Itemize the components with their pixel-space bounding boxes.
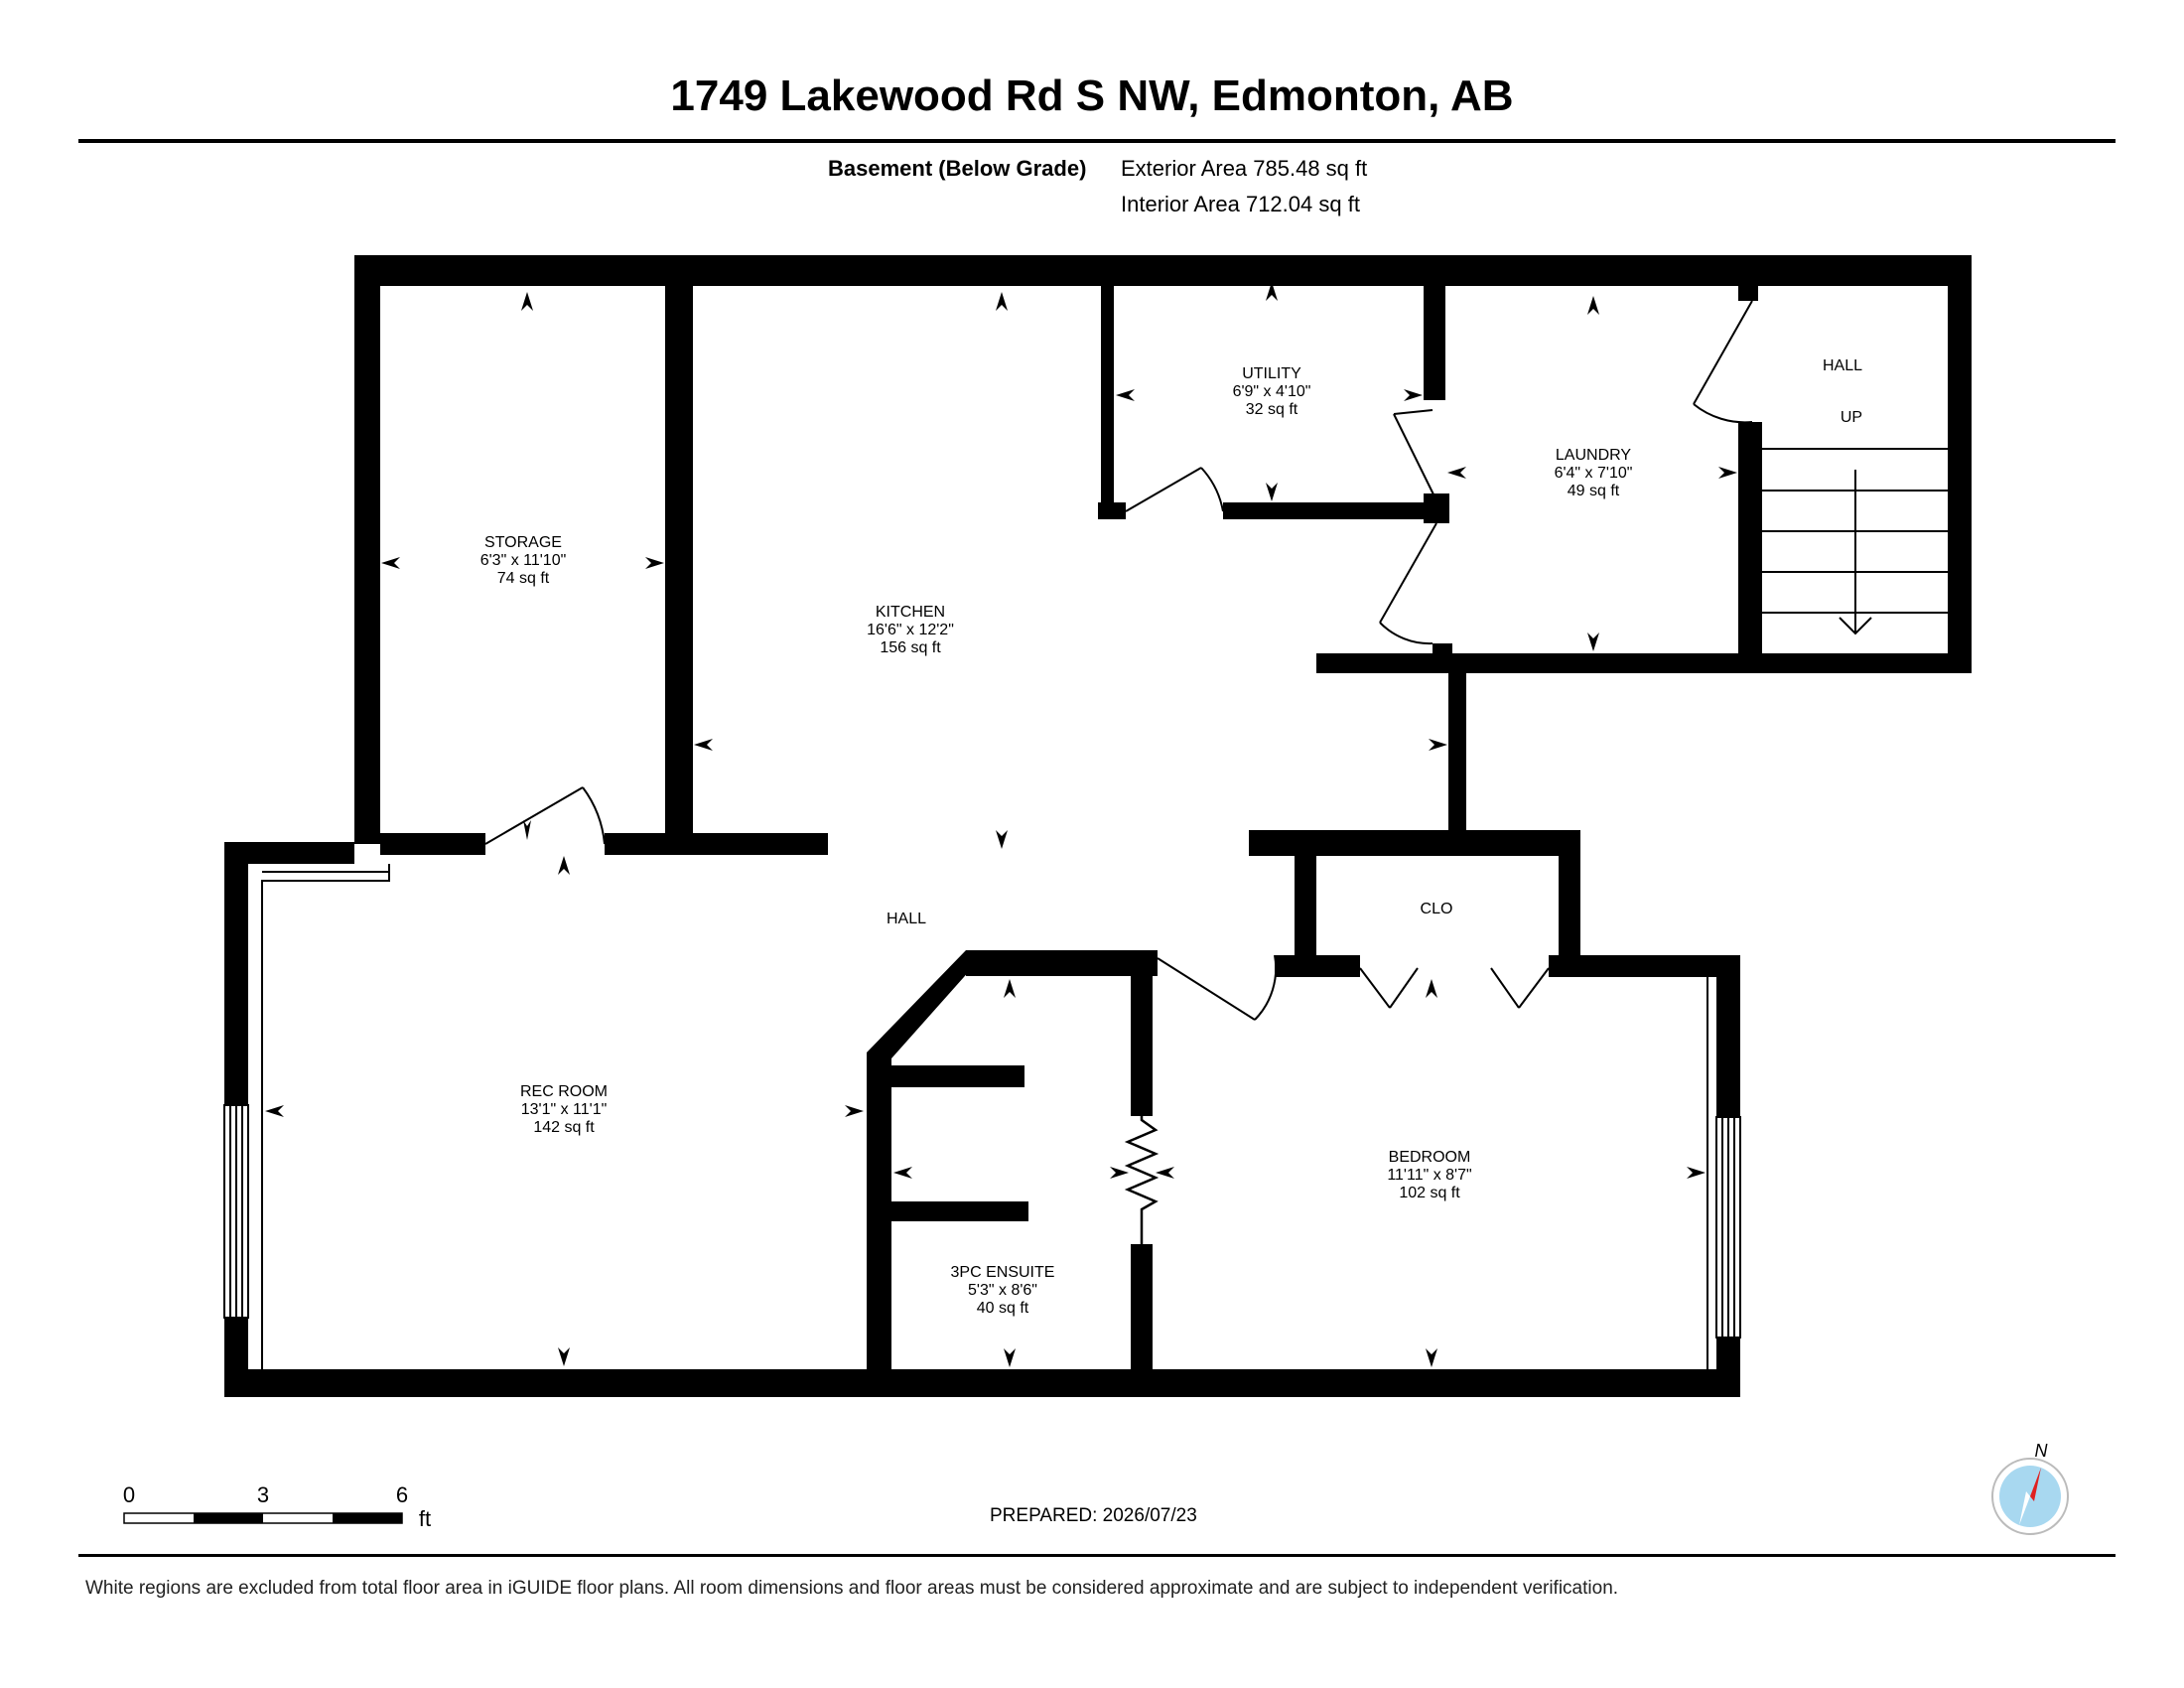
utility-name: UTILITY	[1242, 365, 1301, 382]
laundry-area: 49 sq ft	[1568, 483, 1620, 499]
scale-tick-3: 3	[257, 1482, 269, 1507]
partition-zigzag	[1124, 1116, 1160, 1244]
scale-unit: ft	[419, 1506, 431, 1531]
scale-tick-6: 6	[396, 1482, 408, 1507]
compass: N	[1991, 1441, 2069, 1535]
footer-divider	[78, 1554, 2116, 1557]
stairs-up-label: UP	[1841, 409, 1862, 426]
room-ensuite: 3PC ENSUITE 5'3" x 8'6" 40 sq ft	[951, 1264, 1055, 1317]
room-kitchen: KITCHEN 16'6" x 12'2" 156 sq ft	[867, 604, 954, 656]
interior-area: Interior Area 712.04 sq ft	[1121, 192, 1360, 216]
compass-needle-icon	[2030, 1468, 2041, 1501]
inner-edges	[261, 864, 1708, 1369]
room-utility: UTILITY 6'9" x 4'10" 32 sq ft	[1233, 365, 1311, 418]
page-title: 1749 Lakewood Rd S NW, Edmonton, AB	[670, 71, 1514, 120]
ensuite-dims: 5'3" x 8'6"	[968, 1282, 1037, 1299]
laundry-name: LAUNDRY	[1556, 447, 1632, 464]
doors	[484, 300, 1753, 1021]
laundry-dims: 6'4" x 7'10"	[1555, 465, 1633, 482]
room-rec-room: REC ROOM 13'1" x 11'1" 142 sq ft	[520, 1083, 608, 1136]
ensuite-area: 40 sq ft	[977, 1300, 1029, 1317]
window-right	[1715, 1116, 1741, 1338]
scale-bar: 0 3 6 ft	[123, 1482, 431, 1531]
bedroom-name: BEDROOM	[1389, 1149, 1471, 1166]
hall-top-label: HALL	[1823, 357, 1862, 374]
storage-dims: 6'3" x 11'10"	[480, 552, 567, 569]
rec-room-area: 142 sq ft	[533, 1119, 595, 1136]
header-divider	[78, 139, 2116, 143]
hall-main-label: HALL	[887, 911, 926, 927]
kitchen-name: KITCHEN	[876, 604, 945, 621]
bedroom-area: 102 sq ft	[1399, 1185, 1460, 1201]
prepared-date: PREPARED: 2026/07/23	[990, 1505, 1197, 1526]
closet-label: CLO	[1421, 901, 1453, 917]
walls	[224, 255, 1972, 1397]
storage-name: STORAGE	[484, 534, 562, 551]
rec-room-name: REC ROOM	[520, 1083, 608, 1100]
storage-area: 74 sq ft	[497, 570, 550, 587]
exterior-area: Exterior Area 785.48 sq ft	[1121, 156, 1368, 181]
ensuite-name: 3PC ENSUITE	[951, 1264, 1055, 1281]
kitchen-dims: 16'6" x 12'2"	[867, 622, 954, 638]
utility-area: 32 sq ft	[1246, 401, 1298, 418]
compass-north-label: N	[2035, 1441, 2049, 1461]
dimension-arrows	[265, 282, 1737, 1367]
rec-room-dims: 13'1" x 11'1"	[521, 1101, 608, 1118]
scale-tick-0: 0	[123, 1482, 135, 1507]
stairs	[1762, 448, 1948, 635]
bedroom-dims: 11'11" x 8'7"	[1387, 1167, 1471, 1184]
room-laundry: LAUNDRY 6'4" x 7'10" 49 sq ft	[1555, 447, 1633, 499]
window-left	[223, 1104, 249, 1319]
room-storage: STORAGE 6'3" x 11'10" 74 sq ft	[480, 534, 567, 587]
level-name: Basement (Below Grade)	[828, 156, 1087, 181]
utility-dims: 6'9" x 4'10"	[1233, 383, 1311, 400]
disclaimer: White regions are excluded from total fl…	[85, 1578, 1619, 1599]
kitchen-area: 156 sq ft	[880, 639, 941, 656]
room-bedroom: BEDROOM 11'11" x 8'7" 102 sq ft	[1387, 1149, 1471, 1201]
